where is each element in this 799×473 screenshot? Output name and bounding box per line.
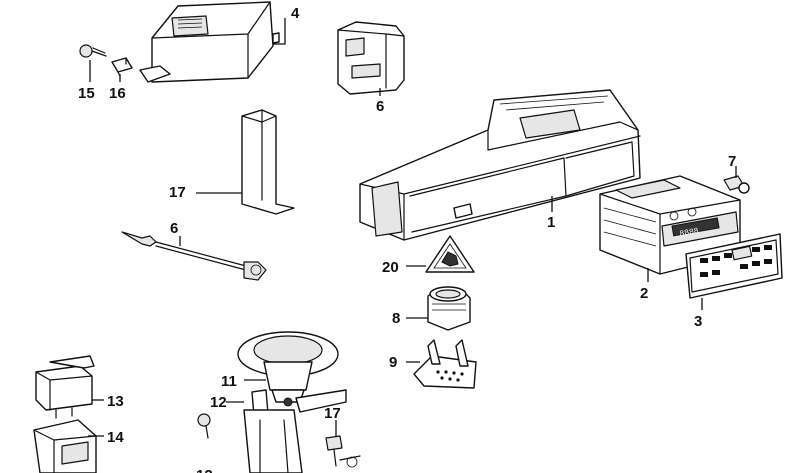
part-screw-12: 12 12 xyxy=(196,394,244,473)
part-warning-label-20: 20 xyxy=(382,235,475,276)
callout-3: 3 xyxy=(694,313,702,330)
callout-4: 4 xyxy=(291,5,300,22)
callout-7: 7 xyxy=(728,153,736,170)
callout-11: 11 xyxy=(221,373,237,390)
part-mounting-frame-1: 1 xyxy=(359,89,641,241)
callout-10: 6 xyxy=(170,220,178,237)
callout-1: 1 xyxy=(547,214,555,231)
part-bolt-15: 15 xyxy=(78,44,107,102)
part-fitting-17: 17 xyxy=(324,405,361,468)
callout-2: 2 xyxy=(640,285,648,302)
part-relay-13: 13 xyxy=(35,355,124,419)
part-bulb-7: 7 xyxy=(723,153,750,194)
callout-13: 13 xyxy=(107,393,124,410)
part-control-unit-2: 8888 2 xyxy=(599,175,741,302)
part-cable-10: 6 xyxy=(121,220,267,281)
part-speaker-grille-8: 8 xyxy=(392,286,471,331)
callout-14: 14 xyxy=(107,429,124,446)
callout-12-lower: 12 xyxy=(196,467,213,473)
callout-19: 17 xyxy=(169,184,186,201)
callout-6: 6 xyxy=(376,98,384,115)
display-readout: 8888 xyxy=(679,227,700,239)
callout-9: 9 xyxy=(389,354,397,371)
part-actuator-11: 11 xyxy=(221,331,347,473)
part-bracket-14: 14 xyxy=(33,419,124,473)
callout-20: 20 xyxy=(382,259,399,276)
callout-12: 12 xyxy=(210,394,227,411)
callout-8: 8 xyxy=(392,310,400,327)
callout-15: 15 xyxy=(78,85,95,102)
part-connector-16: 16 xyxy=(109,57,133,102)
part-front-panel-3: 3 xyxy=(685,233,783,330)
part-control-module: 4 xyxy=(139,1,300,83)
part-bracket-6: 6 xyxy=(337,21,405,115)
callout-16: 16 xyxy=(109,85,126,102)
part-cover-19: 17 xyxy=(169,109,295,215)
callout-17: 17 xyxy=(324,405,341,422)
part-clip-tray-9: 9 xyxy=(389,339,477,389)
